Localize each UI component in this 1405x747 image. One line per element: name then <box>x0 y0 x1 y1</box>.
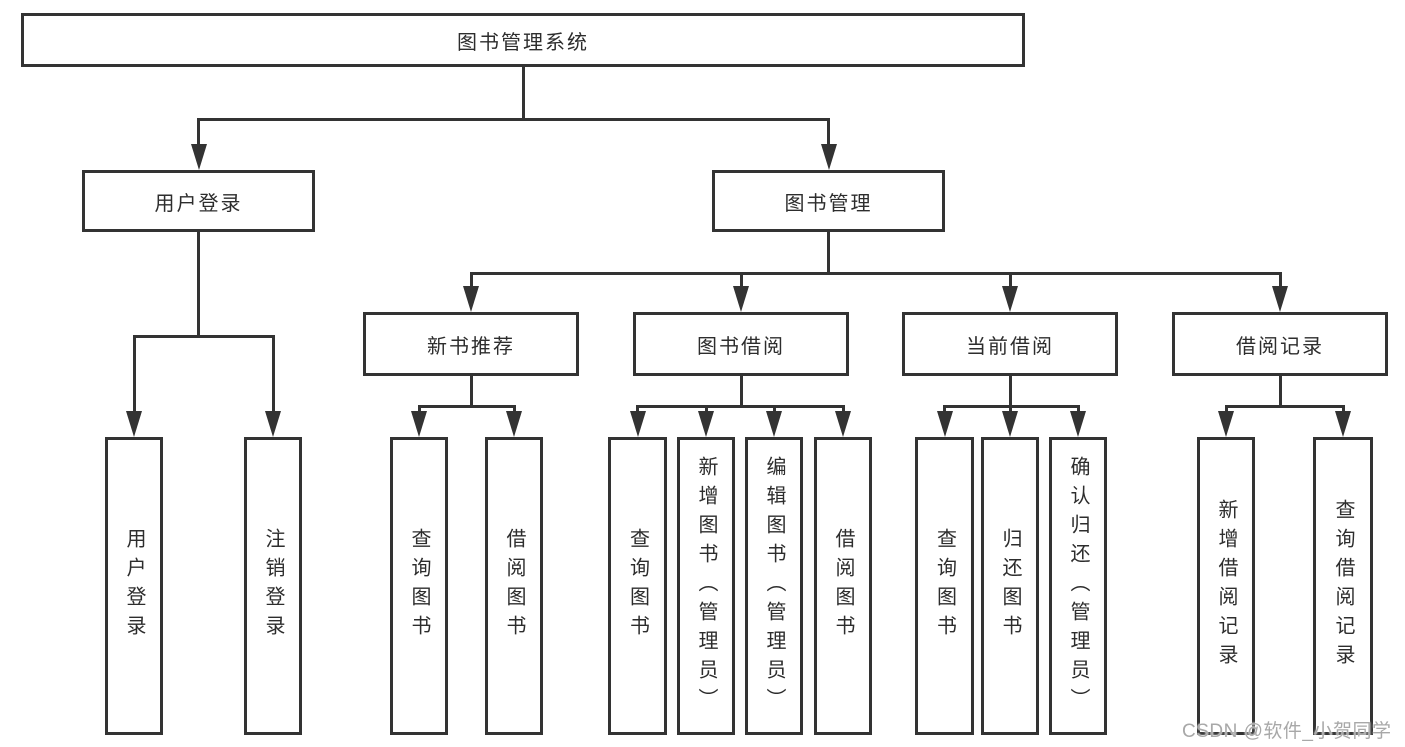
edge-drop <box>512 405 516 411</box>
node-label: 用户登录 <box>154 192 243 215</box>
edge-drop <box>1224 405 1228 411</box>
arrow-down-icon <box>766 411 782 437</box>
node-label: 归还图书 <box>999 528 1021 644</box>
arrow-down-icon <box>1002 286 1018 312</box>
node-new-book-recommend: 新书推荐 <box>363 312 579 376</box>
node-label: 查询图书 <box>626 528 649 644</box>
arrow-down-icon <box>1070 411 1086 437</box>
node-leaf-query-books-1: 查询图书 <box>390 437 448 735</box>
edge-drop <box>841 405 845 411</box>
arrow-down-icon <box>1272 286 1288 312</box>
node-label: 查询借阅记录 <box>1332 499 1354 673</box>
arrow-down-icon <box>629 411 646 437</box>
arrow-down-icon <box>1218 411 1234 437</box>
node-label: 图书管理 <box>784 192 873 215</box>
node-leaf-borrow-books-1: 借阅图书 <box>485 437 543 735</box>
node-label: 用户登录 <box>123 528 145 644</box>
node-label: 图书借阅 <box>697 335 785 358</box>
arrow-down-icon <box>1002 411 1018 437</box>
edge-drop <box>704 405 708 411</box>
node-label: 当前借阅 <box>966 335 1054 358</box>
edge-branch <box>132 335 275 338</box>
edge-stem <box>739 376 743 408</box>
arrow-down-icon <box>733 286 749 312</box>
node-user-login: 用户登录 <box>82 170 315 232</box>
node-leaf-return-books: 归还图书 <box>981 437 1039 735</box>
edge-drop <box>469 272 473 286</box>
edge-branch <box>636 405 845 408</box>
edge-stem <box>827 232 830 275</box>
node-label: 新书推荐 <box>427 335 515 358</box>
node-label: 借阅记录 <box>1236 335 1324 358</box>
node-book-borrowing: 图书借阅 <box>633 312 849 376</box>
edge-stem <box>197 232 200 338</box>
node-book-management: 图书管理 <box>712 170 945 232</box>
edge-branch <box>197 118 830 121</box>
edge-drop <box>271 335 275 411</box>
edge-drop <box>827 118 830 144</box>
edge-drop <box>417 405 421 411</box>
edge-drop <box>943 405 946 411</box>
node-label: 借阅图书 <box>832 528 854 644</box>
edge-drop <box>132 335 136 411</box>
arrow-down-icon <box>411 411 427 437</box>
arrow-down-icon <box>698 411 714 437</box>
node-leaf-query-books-2: 查询图书 <box>608 437 667 735</box>
edge-drop <box>636 405 639 411</box>
node-root: 图书管理系统 <box>21 13 1025 67</box>
node-leaf-add-books: 新增图书（管理员） <box>677 437 735 735</box>
arrow-down-icon <box>820 144 837 170</box>
watermark: CSDN @软件_小贺同学 <box>1182 721 1392 742</box>
edge-branch <box>417 405 516 408</box>
node-label: 编辑图书（管理员） <box>763 455 785 717</box>
arrow-down-icon <box>835 411 851 437</box>
node-label: 图书管理系统 <box>457 31 589 54</box>
edge-drop <box>1278 272 1282 286</box>
edge-stem <box>1008 376 1012 408</box>
node-label: 查询图书 <box>933 528 956 644</box>
node-label: 新增图书（管理员） <box>695 455 717 717</box>
arrow-down-icon <box>936 411 953 437</box>
edge-stem <box>1278 376 1282 408</box>
node-leaf-user-login: 用户登录 <box>105 437 163 735</box>
edge-drop <box>739 272 743 286</box>
arrow-down-icon <box>265 411 281 437</box>
arrow-down-icon <box>506 411 522 437</box>
arrow-down-icon <box>190 144 207 170</box>
edge-drop <box>1076 405 1080 411</box>
node-leaf-edit-books: 编辑图书（管理员） <box>745 437 803 735</box>
edge-drop <box>772 405 776 411</box>
edge-stem <box>469 376 473 408</box>
edge-drop <box>197 118 200 144</box>
node-borrowing-records: 借阅记录 <box>1172 312 1388 376</box>
edge-drop <box>1008 405 1012 411</box>
edge-drop <box>1008 272 1012 286</box>
edge-branch <box>1224 405 1345 408</box>
edge-branch <box>469 272 1282 275</box>
node-leaf-confirm-return: 确认归还（管理员） <box>1049 437 1107 735</box>
node-leaf-query-borrow-record: 查询借阅记录 <box>1313 437 1373 735</box>
node-label: 确认归还（管理员） <box>1067 455 1089 717</box>
arrow-down-icon <box>1335 411 1351 437</box>
node-leaf-borrow-books-2: 借阅图书 <box>814 437 872 735</box>
node-leaf-query-books-3: 查询图书 <box>915 437 974 735</box>
node-label: 新增借阅记录 <box>1215 499 1237 673</box>
arrow-down-icon <box>463 286 479 312</box>
node-label: 查询图书 <box>408 528 430 644</box>
edge-drop <box>1341 405 1345 411</box>
node-leaf-add-borrow-record: 新增借阅记录 <box>1197 437 1255 735</box>
node-current-borrowing: 当前借阅 <box>902 312 1118 376</box>
node-label: 借阅图书 <box>503 528 525 644</box>
node-leaf-logout: 注销登录 <box>244 437 302 735</box>
arrow-down-icon <box>126 411 142 437</box>
node-label: 注销登录 <box>262 528 284 644</box>
edge-stem <box>521 67 525 121</box>
